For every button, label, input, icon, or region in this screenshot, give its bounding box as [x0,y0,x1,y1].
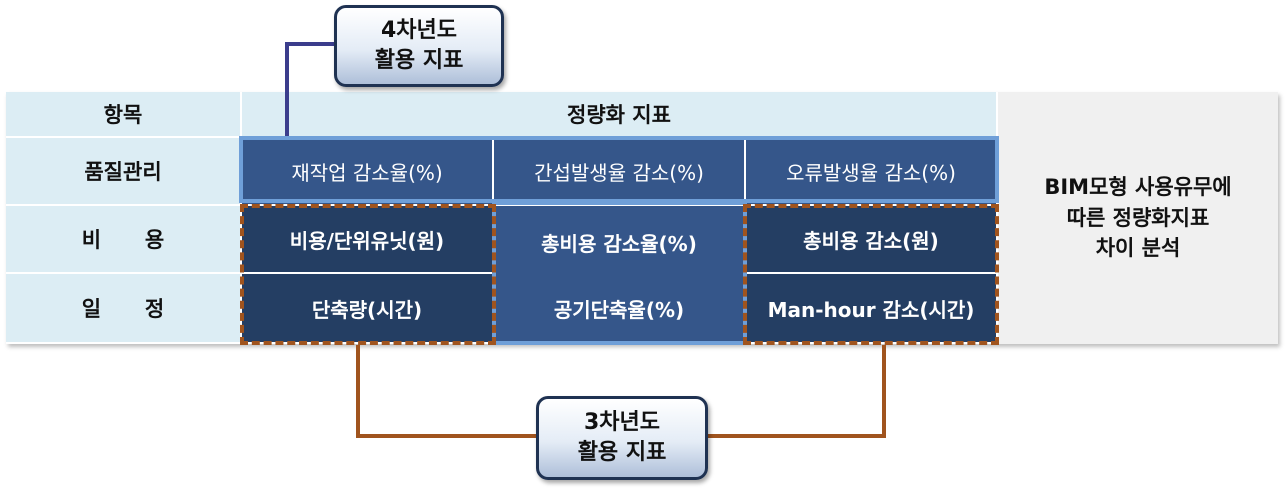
row-label-schedule: 일 정 [6,274,240,342]
header-metric: 정량화 지표 [242,92,996,136]
year3-callout-line-2: 활용 지표 [577,440,667,465]
year3-connector-right-vertical [882,345,886,438]
year4-highlight-row [239,136,999,203]
year4-callout-line-1: 4차년도 [380,18,458,44]
year4-callout-line-2: 활용 지표 [374,48,464,73]
side-note-line-2: 따른 정량화지표 [1066,205,1210,230]
year4-callout: 4차년도 활용 지표 [334,5,504,87]
year3-connector-right-horizontal [706,434,886,438]
cell-total-cost-rate: 총비용 감소율(%) [494,206,744,342]
side-note-line-3: 차이 분석 [1095,236,1181,261]
row-label-quality: 품질관리 [6,138,240,204]
year4-highlight-column [492,201,747,345]
cell-schedule-reduction-rate: 공기단축율(%) [553,297,685,322]
year3-connector-left-vertical [356,345,360,438]
cell-time-reduction: 단축량(시간) [242,274,492,342]
cell-cost-per-unit: 비용/단위유닛(원) [242,206,492,272]
year4-connector-vertical [285,42,289,136]
cell-man-hour-reduction: Man-hour 감소(시간) [746,274,996,342]
cell-interference-reduction: 간섭발생율 감소(%) [494,138,744,204]
row-label-cost: 비 용 [6,206,240,272]
year3-highlight-right [743,204,999,345]
cell-total-cost-reduction: 총비용 감소(원) [746,206,996,272]
year3-highlight-left [240,204,496,345]
year4-connector-horizontal [285,42,337,46]
year3-callout: 3차년도 활용 지표 [536,396,708,480]
header-item: 항목 [6,92,240,136]
side-note: BIM모형 사용유무에 따른 정량화지표 차이 분석 [998,92,1278,344]
cell-error-reduction: 오류발생율 감소(%) [746,138,996,204]
side-note-line-1: BIM모형 사용유무에 [1044,175,1232,200]
year3-connector-left-horizontal [356,434,538,438]
cell-rework-reduction: 재작업 감소율(%) [242,138,492,204]
year3-callout-line-1: 3차년도 [583,410,661,436]
